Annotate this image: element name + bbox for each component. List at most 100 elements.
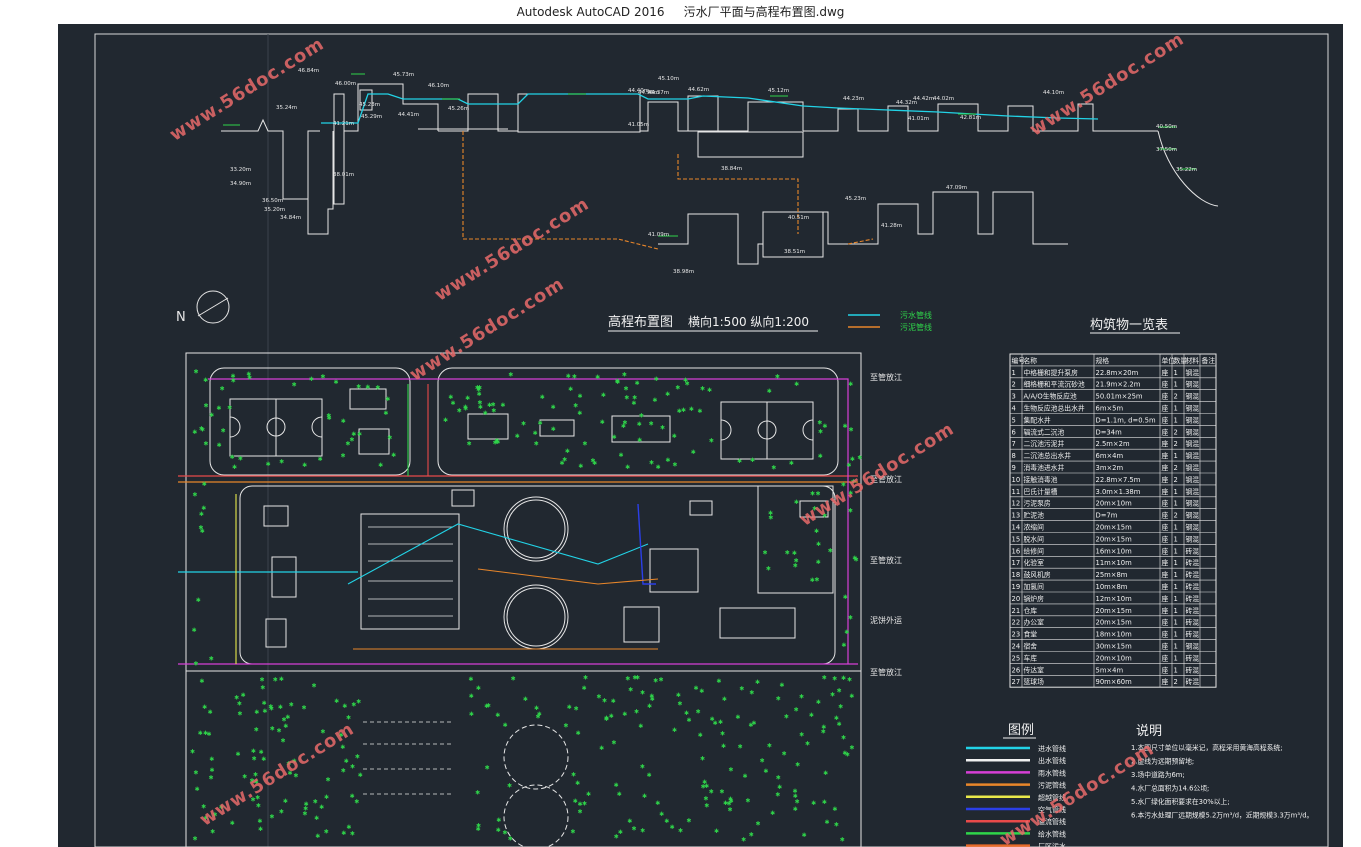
table-cell: 座 [1162,618,1169,627]
elevation-label: 45.23m [359,102,380,108]
table-cell: 座 [1162,630,1169,639]
table-title: 构筑物一览表 [1090,317,1168,333]
tree-icon: ✱ [503,722,508,729]
tree-icon: ✱ [576,730,581,737]
tree-icon: ✱ [302,705,307,712]
tree-icon: ✱ [832,806,837,813]
table-cell: 座 [1162,606,1169,615]
legend-label: 空气管线 [1038,805,1066,814]
table-cell: 仓库 [1024,606,1038,615]
table-cell: 19 [1012,583,1021,591]
table-cell: 1 [1174,488,1178,496]
tree-icon: ✱ [567,704,572,711]
table-cell: 钢混 [1186,523,1200,532]
tree-icon: ✱ [467,441,472,448]
small-legend-0: 污水管线 [900,310,932,320]
tree-icon: ✱ [683,377,688,384]
tree-icon: ✱ [582,441,587,448]
tree-icon: ✱ [496,817,501,824]
tree-icon: ✱ [635,674,640,681]
tree-icon: ✱ [350,764,355,771]
tree-icon: ✱ [219,804,224,811]
tree-icon: ✱ [784,713,789,720]
tree-icon: ✱ [649,460,654,467]
elevation-label: 41.05m [628,122,649,128]
table-cell: 1 [1174,547,1178,555]
tree-icon: ✱ [566,373,571,380]
tree-icon: ✱ [776,774,781,781]
table-cell: 1 [1174,369,1178,377]
tree-icon: ✱ [448,394,453,401]
tree-icon: ✱ [830,691,835,698]
table-cell: 9 [1012,464,1016,472]
tree-icon: ✱ [749,831,754,838]
tree-icon: ✱ [737,458,742,465]
tree-icon: ✱ [476,823,481,830]
tree-icon: ✱ [793,793,798,800]
tree-icon: ✱ [193,769,198,776]
table-cell: 2.5m×2m [1096,440,1130,448]
table-cell: 1 [1174,535,1178,543]
tree-icon: ✱ [851,478,856,485]
table-cell: 11m×10m [1096,559,1133,567]
tree-icon: ✱ [660,424,665,431]
tree-icon: ✱ [483,410,488,417]
elevation-label: 45.10m [658,76,679,82]
tree-icon: ✱ [793,806,798,813]
tree-icon: ✱ [763,550,768,557]
tree-icon: ✱ [199,426,204,433]
table-cell: 22.8m×20m [1096,369,1139,377]
tree-icon: ✱ [775,374,780,381]
table-cell: 1 [1174,654,1178,662]
tree-icon: ✱ [201,804,206,811]
tree-icon: ✱ [495,712,500,719]
profile-title: 高程布置图 [608,314,673,330]
tree-icon: ✱ [710,716,715,723]
table-cell: 15 [1012,535,1021,543]
tree-icon: ✱ [767,388,772,395]
tree-icon: ✱ [659,676,664,683]
tree-icon: ✱ [846,462,851,469]
tree-icon: ✱ [355,754,360,761]
table-cell: 3m×2m [1096,464,1124,472]
tree-icon: ✱ [638,723,643,730]
tree-icon: ✱ [771,465,776,472]
app-name: Autodesk AutoCAD 2016 [516,5,665,19]
tree-icon: ✱ [586,791,591,798]
tree-icon: ✱ [718,719,723,726]
tree-icon: ✱ [649,421,654,428]
tree-icon: ✱ [823,770,828,777]
elevation-label: 45.26m [448,106,469,112]
table-cell: 钢混 [1186,487,1200,496]
tree-icon: ✱ [850,456,855,463]
tree-icon: ✱ [494,438,499,445]
tree-icon: ✱ [356,699,361,706]
tree-icon: ✱ [551,404,556,411]
tree-icon: ✱ [760,757,765,764]
tree-icon: ✱ [810,491,815,498]
tree-icon: ✱ [614,834,619,841]
legend-label: 污泥管线 [1038,781,1066,790]
legend-label: 溢流管线 [1038,817,1066,826]
tree-icon: ✱ [755,679,760,686]
tree-icon: ✱ [816,541,821,548]
table-cell: 钢混 [1186,404,1200,413]
elevation-label: 35.22m [1176,167,1197,173]
tree-icon: ✱ [840,836,845,843]
table-cell: 宿舍 [1024,642,1038,651]
tree-icon: ✱ [596,694,601,701]
table-cell: 给修间 [1024,546,1045,555]
table-cell: 座 [1162,653,1169,662]
elevation-label: 44.23m [843,96,864,102]
tree-icon: ✱ [463,404,468,411]
tree-icon: ✱ [572,374,577,381]
tree-icon: ✱ [312,683,317,690]
table-cell: 座 [1162,475,1169,484]
tree-icon: ✱ [538,420,543,427]
elevation-label: 44.40m [628,88,649,94]
tree-icon: ✱ [342,703,347,710]
note-line: 5.水厂绿化面积要求在30%以上; [1131,797,1230,806]
